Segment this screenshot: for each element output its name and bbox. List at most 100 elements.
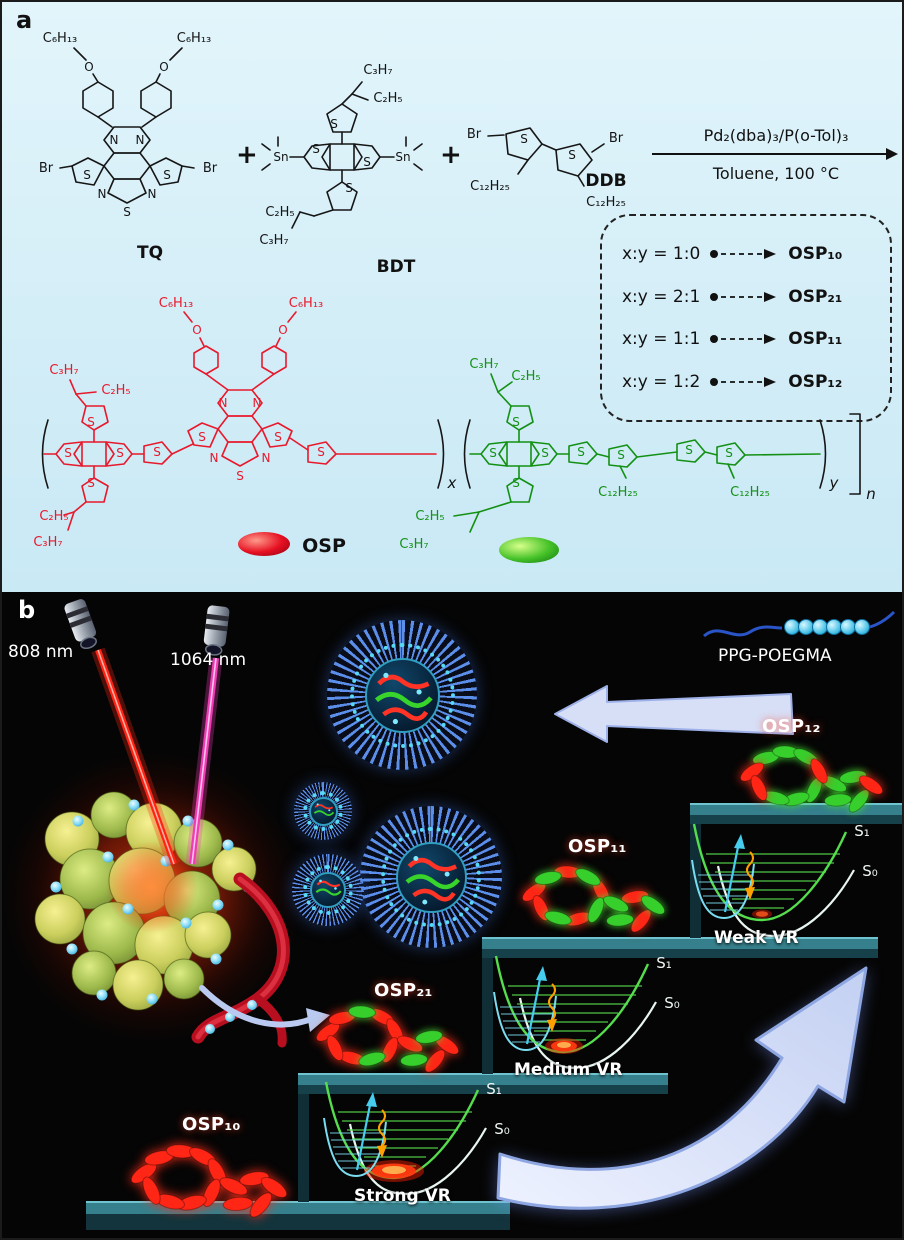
polymer-green-bonds (453, 373, 821, 533)
laser-1064-label: 1064 nm (170, 650, 247, 670)
atom-label-s: S (568, 148, 576, 162)
ratio-product: OSP₁₀ (788, 244, 843, 265)
ratio-text: x:y = 1:1 (622, 329, 701, 350)
vr-heat-core (557, 1042, 571, 1048)
atom-label-s: S (312, 142, 320, 156)
micelle-shell-dots (302, 864, 354, 916)
relaxation-squiggle (746, 851, 754, 889)
s1-label: S₁ (854, 822, 870, 840)
s0-label: S₀ (494, 1120, 510, 1138)
micelle-medium (360, 806, 502, 948)
vr-heat-pool (756, 911, 768, 917)
laser-808-label: 808 nm (8, 642, 74, 662)
micelle-core (310, 872, 346, 908)
s1-vibrational-levels (338, 1111, 472, 1167)
vr-heat-core (382, 1166, 406, 1174)
micelle-shell-dots (381, 827, 481, 927)
ratio-text: x:y = 1:0 (622, 244, 701, 265)
atom-label-s: S (363, 155, 371, 169)
osp-polymer-structure: C₆H₁₃ C₆H₁₃ O O C₃H₇ C₂H₅ C₂H₅ C₃H₇ N N … (33, 296, 876, 563)
atom-label-s: S (489, 446, 497, 460)
panel-b-schematic: b (2, 592, 902, 1238)
polymer-red-bonds (43, 311, 437, 531)
plus-sign: + (236, 140, 258, 170)
dashed-arrow-icon (710, 376, 777, 387)
atom-label-n: N (253, 396, 262, 410)
atom-label-n: N (210, 451, 219, 465)
substituent-label: C₃H₇ (363, 63, 392, 78)
substituent-label: C₆H₁₃ (289, 296, 324, 311)
dashed-arrow-icon (710, 291, 777, 302)
ratio-product: OSP₁₂ (788, 371, 843, 392)
micelle-large (327, 620, 477, 770)
atom-label-s: S (87, 476, 95, 490)
s0-label: S₀ (862, 862, 878, 880)
ratio-row: x:y = 1:0 OSP₁₀ (622, 244, 870, 264)
substituent-label: C₂H₅ (101, 383, 130, 398)
substituent-label: C₃H₇ (469, 357, 498, 372)
relaxation-squiggle (378, 1109, 386, 1147)
excitation-arrow (355, 1099, 373, 1171)
ascending-arrow-icon (496, 966, 868, 1210)
panel-a-label: a (16, 6, 33, 34)
atom-label-o: O (159, 60, 168, 74)
micelle-small (292, 854, 364, 926)
monomer-name: DDB (585, 171, 626, 191)
tumor-illustration (2, 749, 304, 1048)
atom-label-s: S (163, 168, 171, 182)
polymer-name: OSP (302, 535, 346, 557)
atom-label-s: S (345, 181, 353, 195)
vr-label-strong: Strong VR (354, 1186, 451, 1206)
substituent-label: C₁₂H₂₅ (730, 485, 770, 500)
atom-label-s: S (274, 430, 282, 444)
substituent-label: Br (203, 161, 218, 176)
osp10-label: OSP₁₀ (182, 1114, 241, 1135)
tq-bonds (59, 47, 195, 204)
substituent-label: Br (609, 131, 624, 146)
subscript-y: y (829, 474, 840, 492)
panel-a-synthesis: a C₆H₁₃ C₆H₁₃ O O N N S (2, 2, 902, 592)
excitation-arrow (525, 973, 543, 1045)
atom-label-s: S (685, 443, 693, 457)
subscript-x: x (447, 474, 457, 492)
atom-label-s: S (617, 448, 625, 462)
atom-label-s: S (725, 446, 733, 460)
s0-label: S₀ (664, 994, 680, 1012)
ratio-row: x:y = 2:1 OSP₂₁ (622, 287, 870, 307)
micelle-core (395, 841, 467, 913)
substituent-label: C₁₂H₂₅ (598, 485, 638, 500)
atom-label-n: N (148, 187, 157, 201)
substituent-label: C₁₂H₂₅ (586, 195, 626, 210)
atom-label-s: S (236, 469, 244, 483)
ratio-product: OSP₂₁ (788, 286, 843, 307)
ratio-legend-box: x:y = 1:0 OSP₁₀ x:y = 2:1 OSP₂₁ x:y = 1:… (600, 214, 892, 422)
osp12-label: OSP₁₂ (762, 716, 821, 737)
osp11-chain-icon (521, 865, 666, 933)
osp12-chain-icon (739, 745, 884, 813)
atom-label-o: O (84, 60, 93, 74)
laser-beams (91, 647, 223, 867)
green-unit-ellipse (499, 537, 559, 563)
monomer-name: TQ (137, 243, 163, 263)
atom-label-s: S (87, 415, 95, 429)
ratio-product: OSP₁₁ (788, 329, 843, 350)
atom-label-sn: Sn (395, 150, 410, 164)
s0-vibrational-levels (330, 1132, 386, 1169)
atom-label-s: S (577, 445, 585, 459)
blood-vessel (191, 872, 290, 1048)
subscript-n: n (866, 485, 876, 503)
substituent-label: C₂H₅ (511, 369, 540, 384)
plus-sign: + (440, 140, 462, 170)
ddb-structure: Br S S Br C₁₂H₂₅ C₁₂H₂₅ DDB (467, 127, 627, 210)
ratio-text: x:y = 1:2 (622, 371, 701, 392)
solvent-text: Toluene, 100 °C (712, 164, 840, 183)
micelle-core-polymers (313, 802, 334, 816)
substituent-label: Br (39, 161, 54, 176)
ppg-poegma-label: PPG-POEGMA (718, 646, 832, 666)
energy-diagram-medium: S₁ S₀ (493, 954, 680, 1070)
micelle-core (364, 657, 440, 733)
micelle-core-polymers (315, 879, 342, 896)
excitation-arrow (723, 841, 741, 913)
s1-label: S₁ (486, 1080, 502, 1098)
atom-label-o: O (278, 323, 287, 337)
